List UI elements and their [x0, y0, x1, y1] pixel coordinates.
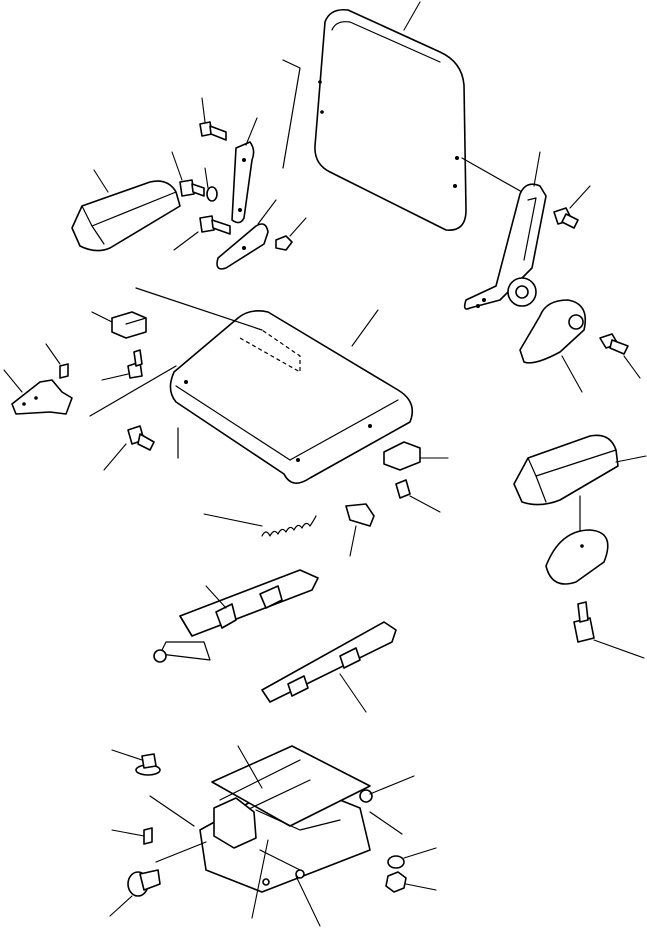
bolt-upper-2	[171, 151, 205, 197]
base-link-line	[149, 795, 195, 827]
bolt-right-mid	[599, 333, 641, 379]
backrest-cushion	[314, 1, 467, 231]
seat-cushion	[169, 309, 414, 484]
bolt-cushion-right	[395, 479, 441, 513]
pin-bolt	[345, 503, 375, 557]
left-latch-lever	[3, 369, 73, 415]
right-slide-rail	[261, 621, 397, 713]
left-cushion-bracket	[91, 311, 147, 339]
base-bolt-upper	[111, 749, 161, 776]
bolt-right-upper	[553, 185, 591, 229]
right-cushion-bracket	[383, 441, 449, 471]
cushion-link-left	[135, 287, 263, 331]
right-armrest-pad	[513, 434, 647, 506]
left-armrest-pad	[71, 169, 181, 252]
backrest-right-link-line	[461, 157, 523, 193]
recliner-hinge-arm	[463, 151, 547, 310]
base-knob	[109, 869, 161, 917]
bolt-cushion-lower	[103, 425, 155, 471]
bolt-upper-1	[199, 97, 227, 141]
nut-upper	[275, 217, 307, 251]
base-link-line-2	[155, 841, 207, 863]
armrest-base-plate	[545, 529, 609, 585]
backrest-link-line	[282, 59, 301, 169]
cushion-link-lower	[89, 365, 177, 417]
bolt-upper-3	[173, 215, 231, 251]
armrest-bolt	[573, 601, 645, 659]
recliner-cover	[519, 299, 587, 393]
washer-upper	[204, 167, 218, 202]
left-slide-rail	[153, 569, 319, 663]
base-washer	[387, 847, 437, 869]
adjust-spring	[203, 513, 317, 537]
base-link-line-3	[369, 811, 403, 835]
base-nut	[385, 871, 437, 893]
upper-left-hinge-bracket	[231, 117, 258, 224]
small-stud-left	[45, 343, 69, 379]
lower-hinge-bracket	[216, 199, 277, 270]
bolt-cushion-left	[101, 349, 143, 381]
base-stud	[111, 827, 153, 845]
suspension-base	[199, 745, 415, 927]
